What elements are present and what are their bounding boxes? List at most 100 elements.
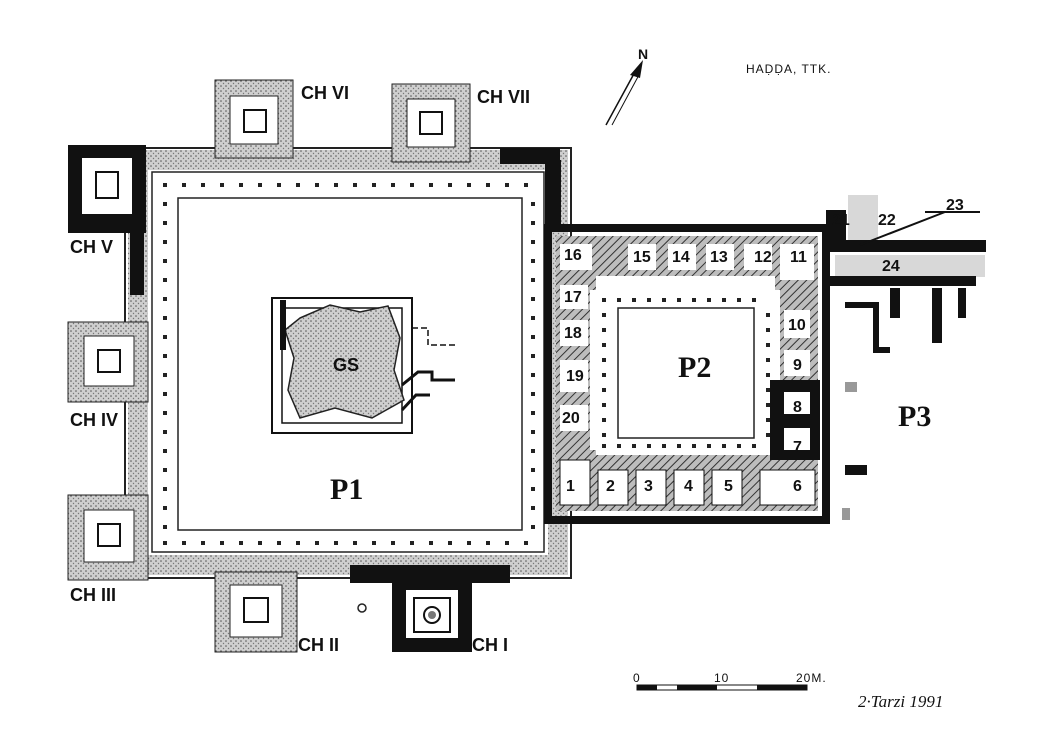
room-1: 1 xyxy=(566,478,575,495)
p3-remains xyxy=(826,195,986,520)
column-dot xyxy=(692,444,696,448)
column-dot xyxy=(531,449,535,453)
column-dot xyxy=(429,183,433,187)
column-dot xyxy=(239,183,243,187)
column-dot xyxy=(277,183,281,187)
column-dot xyxy=(531,411,535,415)
column-dot xyxy=(334,183,338,187)
chapel-ch-iv xyxy=(67,321,149,403)
column-dot xyxy=(220,541,224,545)
column-dot xyxy=(737,444,741,448)
column-dot xyxy=(353,183,357,187)
column-dot xyxy=(201,541,205,545)
column-dot xyxy=(429,541,433,545)
chapel-ch-v xyxy=(68,145,146,233)
column-dot xyxy=(163,487,167,491)
north-arrow-icon xyxy=(605,60,643,126)
chapel-ch-ii xyxy=(214,571,298,653)
room-13: 13 xyxy=(710,249,728,266)
column-dot xyxy=(163,468,167,472)
column-dot xyxy=(531,373,535,377)
p2-monastery xyxy=(544,224,830,524)
area-gs: GS xyxy=(333,355,360,375)
column-dot xyxy=(296,541,300,545)
room-15: 15 xyxy=(633,249,651,266)
column-dot xyxy=(163,259,167,263)
p2-colonnade xyxy=(602,298,770,448)
column-dot xyxy=(766,343,770,347)
chapel-label-v: CH V xyxy=(70,237,114,257)
column-dot xyxy=(752,298,756,302)
column-dot xyxy=(163,316,167,320)
chapel-label-ii: CH II xyxy=(298,635,340,655)
scale-bar xyxy=(636,684,808,691)
column-dot xyxy=(163,392,167,396)
room-2: 2 xyxy=(606,478,615,495)
column-dot xyxy=(766,403,770,407)
room-19: 19 xyxy=(566,368,584,385)
great-stupa xyxy=(271,297,455,434)
area-p2: P2 xyxy=(678,351,712,384)
room-18: 18 xyxy=(564,325,582,342)
column-dot xyxy=(602,444,606,448)
column-dot xyxy=(531,202,535,206)
column-dot xyxy=(201,183,205,187)
column-dot xyxy=(602,418,606,422)
column-dot xyxy=(602,388,606,392)
room-23: 23 xyxy=(946,197,964,214)
column-dot xyxy=(531,392,535,396)
column-dot xyxy=(766,358,770,362)
chapel-ch-vi xyxy=(214,79,294,159)
column-dot xyxy=(163,506,167,510)
column-dot xyxy=(391,183,395,187)
room-7: 7 xyxy=(793,439,802,456)
column-dot xyxy=(163,183,167,187)
column-dot xyxy=(707,444,711,448)
column-dot xyxy=(737,298,741,302)
column-dot xyxy=(766,328,770,332)
column-dot xyxy=(602,433,606,437)
column-dot xyxy=(531,221,535,225)
column-dot xyxy=(505,183,509,187)
column-dot xyxy=(163,373,167,377)
column-dot xyxy=(239,541,243,545)
column-dot xyxy=(531,506,535,510)
column-dot xyxy=(448,183,452,187)
column-dot xyxy=(258,541,262,545)
column-dot xyxy=(531,354,535,358)
column-dot xyxy=(410,183,414,187)
p1-colonnade xyxy=(163,183,535,545)
column-dot xyxy=(632,298,636,302)
column-dot xyxy=(602,313,606,317)
room-22: 22 xyxy=(878,212,896,229)
room-8: 8 xyxy=(793,399,802,416)
column-dot xyxy=(486,183,490,187)
column-dot xyxy=(353,541,357,545)
column-dot xyxy=(163,335,167,339)
column-dot xyxy=(467,541,471,545)
column-dot xyxy=(391,541,395,545)
column-dot xyxy=(647,298,651,302)
column-dot xyxy=(163,525,167,529)
room-14: 14 xyxy=(672,249,690,266)
chapel-label-iii: CH III xyxy=(70,585,117,605)
column-dot xyxy=(722,298,726,302)
column-dot xyxy=(467,183,471,187)
column-dot xyxy=(677,444,681,448)
column-dot xyxy=(258,183,262,187)
scale-end: 20M. xyxy=(796,671,827,685)
column-dot xyxy=(766,418,770,422)
column-dot xyxy=(163,354,167,358)
column-dot xyxy=(163,202,167,206)
column-dot xyxy=(531,468,535,472)
column-dot xyxy=(692,298,696,302)
column-dot xyxy=(531,487,535,491)
column-dot xyxy=(752,444,756,448)
chapel-label-vii: CH VII xyxy=(477,87,531,107)
column-dot xyxy=(372,183,376,187)
chapel-label-iv: CH IV xyxy=(70,410,119,430)
scale-zero: 0 xyxy=(633,671,641,685)
room-5: 5 xyxy=(724,478,733,495)
column-dot xyxy=(315,183,319,187)
column-dot xyxy=(372,541,376,545)
